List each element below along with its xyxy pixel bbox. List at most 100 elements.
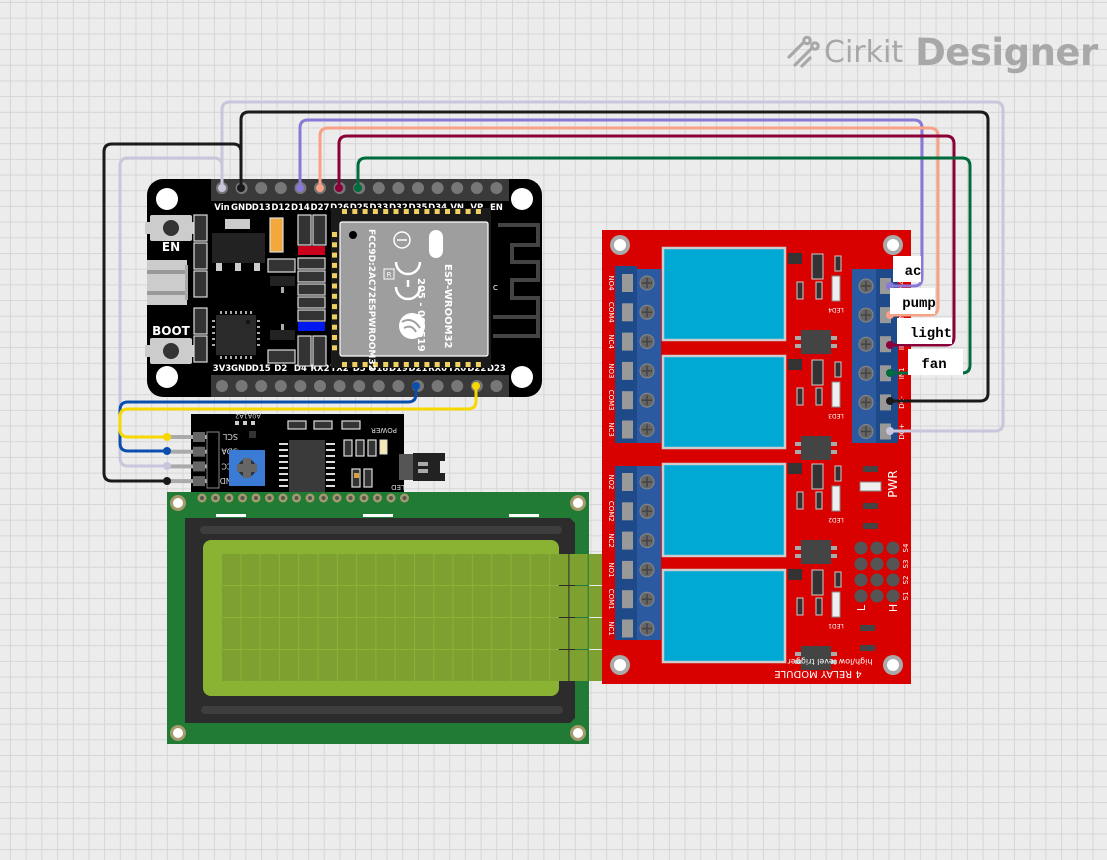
jumper-pin[interactable] <box>870 557 884 571</box>
svg-text:WiFi: WiFi <box>442 237 449 252</box>
jumper-pin[interactable] <box>886 573 900 587</box>
lcd-cell <box>472 586 492 617</box>
lcd-cell <box>318 618 337 649</box>
jumper-pin[interactable] <box>854 573 868 587</box>
i2c-pin-sda[interactable] <box>167 449 207 454</box>
terminal-label: COM1 <box>607 589 615 610</box>
wire-d14-relay-in4[interactable] <box>298 118 924 288</box>
jumper-pin[interactable] <box>854 557 868 571</box>
wire-d21-i2c-sda[interactable] <box>118 384 418 453</box>
mount-hole <box>511 366 533 388</box>
wire-label-bg <box>908 349 963 375</box>
terminal-in1[interactable] <box>880 365 891 382</box>
terminal-nc1[interactable] <box>622 619 633 638</box>
lcd-cell <box>279 586 299 617</box>
lcd-cell <box>222 554 241 585</box>
esp32-pin-label: D19 <box>389 364 408 374</box>
lcd-cell <box>415 650 434 681</box>
lcd-cell <box>376 618 395 649</box>
wire-gnd-relay-dcminus[interactable] <box>239 110 990 403</box>
terminal-dcminus[interactable] <box>880 394 891 411</box>
terminal-com3[interactable] <box>622 391 633 410</box>
wire-d22-i2c-scl[interactable] <box>118 384 478 439</box>
esp32-board[interactable]: VinGNDD13D12D14D27D26D25D33D32D35D34VNVP… <box>145 179 542 397</box>
jumper-pin[interactable] <box>854 589 868 603</box>
i2c-pin-gnd[interactable] <box>167 479 207 484</box>
esp32-pin-d19[interactable] <box>392 380 405 392</box>
terminal-nc3[interactable] <box>622 420 633 439</box>
jumper-pin[interactable] <box>886 589 900 603</box>
terminal-no3[interactable] <box>622 361 633 380</box>
wire-vin-i2c-vcc[interactable] <box>118 156 224 468</box>
relay-module-4ch[interactable]: NO4COM4NC4NO3COM3NC3NO2COM2NC2NO1COM1NC1… <box>602 230 911 684</box>
trigger-level-jumper[interactable] <box>854 541 900 603</box>
terminal-in4[interactable] <box>880 278 891 294</box>
esp32-pin-rx2[interactable] <box>314 380 326 392</box>
esp32-pin-d35[interactable] <box>412 182 424 194</box>
esp32-pin-rx0[interactable] <box>431 380 444 392</box>
esp32-pin-d2[interactable] <box>274 380 287 392</box>
esp32-pin-label: GND <box>231 203 252 213</box>
esp32-pin-d4[interactable] <box>294 380 307 392</box>
wire-vin-relay-dcplus[interactable] <box>220 100 1005 433</box>
terminal-label: COM4 <box>607 302 615 323</box>
lcd-cell <box>492 586 511 617</box>
esp32-pin-d32[interactable] <box>392 182 405 194</box>
wire-d27-relay-in3[interactable] <box>318 126 940 317</box>
terminal-dcplus[interactable] <box>880 423 891 440</box>
esp32-pin-d15[interactable] <box>255 380 268 392</box>
esp32-pin-label: D12 <box>271 203 290 213</box>
jumper-pin[interactable] <box>854 541 868 555</box>
en-button-label: EN <box>162 240 180 254</box>
esp32-pin-3v3[interactable] <box>216 380 228 392</box>
jumper-pin[interactable] <box>886 541 900 555</box>
esp32-pin-label: RX2 <box>310 364 329 374</box>
pcf8574-chip <box>289 440 325 492</box>
boot-button[interactable] <box>145 338 197 364</box>
terminal-com2[interactable] <box>622 502 633 521</box>
terminal-no1[interactable] <box>622 560 633 579</box>
en-button[interactable] <box>145 215 197 241</box>
lcd-cell <box>222 586 241 617</box>
i2c-lcd-backpack[interactable]: SCLSDAVCCGND A0A1A2 <box>167 412 445 492</box>
esp32-pin-d13[interactable] <box>255 182 268 194</box>
jumper-pin[interactable] <box>870 573 884 587</box>
terminal-no4[interactable] <box>622 274 633 292</box>
transistors <box>270 276 295 340</box>
lcd-cell <box>357 650 376 681</box>
lcd-cell <box>279 650 299 681</box>
esp32-pin-tx2[interactable] <box>333 380 346 392</box>
esp32-pin-en[interactable] <box>490 182 503 194</box>
esp32-pin-gnd[interactable] <box>235 380 248 392</box>
backlight-jumper[interactable] <box>399 453 445 481</box>
jumper-pin[interactable] <box>870 589 884 603</box>
esp32-pin-label: Vin <box>214 203 229 213</box>
jumper-pin[interactable] <box>886 557 900 571</box>
esp32-pin-d12[interactable] <box>274 182 287 194</box>
terminal-no2[interactable] <box>622 473 633 491</box>
esp32-pin-vp[interactable] <box>470 182 483 194</box>
esp32-pin-d23[interactable] <box>490 380 503 392</box>
i2c-pin-scl[interactable] <box>167 435 207 439</box>
terminal-in3[interactable] <box>880 307 891 324</box>
jumper-pin[interactable] <box>870 541 884 555</box>
terminal-com4[interactable] <box>622 303 633 322</box>
esp32-pin-d5[interactable] <box>353 380 366 392</box>
contrast-potentiometer[interactable] <box>229 450 265 486</box>
esp32-pin-d34[interactable] <box>431 182 444 194</box>
terminal-in2[interactable] <box>880 336 891 353</box>
terminal-nc2[interactable] <box>622 531 633 550</box>
terminal-nc4[interactable] <box>622 332 633 351</box>
wire-gnd-i2c-gnd[interactable] <box>102 142 243 483</box>
esp32-pin-d18[interactable] <box>372 380 385 392</box>
lcd-cell <box>569 618 588 649</box>
terminal-com1[interactable] <box>622 590 633 609</box>
esp32-pin-d33[interactable] <box>372 182 385 194</box>
i2c-pin-vcc[interactable] <box>167 464 207 469</box>
esp32-pin-tx0[interactable] <box>451 380 464 392</box>
wire-d25-relay-in1[interactable] <box>356 156 972 375</box>
lcd-20x4-display[interactable] <box>167 492 607 744</box>
esp32-pin-vn[interactable] <box>451 182 464 194</box>
